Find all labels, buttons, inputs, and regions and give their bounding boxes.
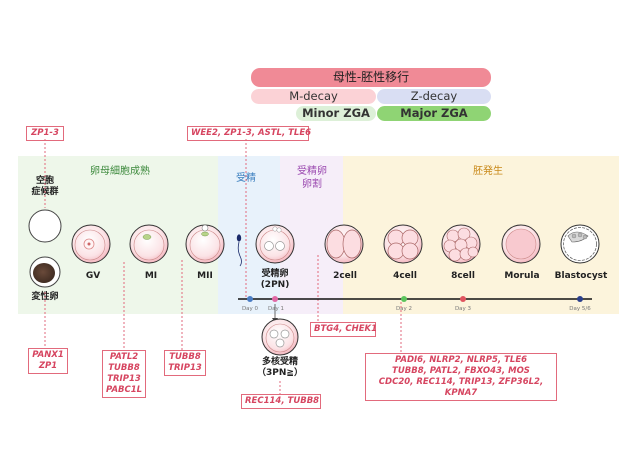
label-blastocyst: Blastocyst (554, 271, 608, 281)
eight-cell-embryo-icon (441, 224, 481, 264)
label-morula: Morula (504, 271, 540, 281)
label-day2: Day 2 (395, 306, 413, 312)
label-fertilization: 受精 (236, 173, 256, 184)
label-8cell: 8cell (451, 271, 475, 281)
blastocyst-icon (560, 224, 600, 264)
empty-follicle-icon (28, 209, 62, 243)
sperm-icon (236, 234, 242, 267)
gene-box-mii: TUBB8 TRIP13 (164, 350, 206, 376)
gene-box-embryo: PADI6, NLRP2, NLRP5, TLE6 TUBB8, PATL2, … (365, 353, 557, 401)
day56-marker (577, 296, 583, 302)
day0-marker (247, 296, 253, 302)
label-embryo-development: 胚発生 (473, 166, 503, 177)
morula-icon (501, 224, 541, 264)
label-2cell: 2cell (333, 271, 357, 281)
label-mii: MII (197, 271, 213, 281)
label-oocyte-maturation: 卵母細胞成熟 (90, 166, 150, 177)
label-polyspermy: 多核受精 （3PN≧） (257, 357, 303, 378)
day1-marker (272, 296, 278, 302)
mi-oocyte-icon (129, 224, 169, 264)
two-cell-embryo-icon (324, 224, 364, 264)
gene-box-mi: PATL2 TUBB8 TRIP13 PABC1L (102, 350, 146, 398)
zygote-2pn-icon (255, 224, 295, 264)
label-4cell: 4cell (393, 271, 417, 281)
major-zga-bar: Major ZGA (377, 106, 491, 121)
gene-box-panx1-zp1: PANX1 ZP1 (28, 348, 68, 374)
label-day0: Day 0 (241, 306, 259, 312)
polyspermy-3pn-icon (261, 318, 299, 356)
m-decay-bar: M-decay (251, 89, 376, 104)
label-day3: Day 3 (454, 306, 472, 312)
label-mi: MI (144, 271, 158, 281)
four-cell-embryo-icon (383, 224, 423, 264)
day3-marker (460, 296, 466, 302)
label-zygote: 受精卵 (2PN) (260, 269, 290, 290)
gene-box-fertilization: WEE2, ZP1-3, ASTL, TLE6 (187, 126, 311, 141)
label-day1: Day 1 (267, 306, 285, 312)
label-gv: GV (85, 271, 101, 281)
mii-oocyte-icon (185, 224, 225, 264)
z-decay-bar: Z-decay (377, 89, 491, 104)
day2-marker (401, 296, 407, 302)
connector-lines (44, 139, 402, 394)
gv-oocyte-icon (71, 224, 111, 264)
label-day56: Day 5/6 (569, 306, 591, 312)
gene-box-btg4-chek1: BTG4, CHEK1 (310, 322, 377, 337)
gene-box-rec114-tubb8: REC114, TUBB8 (241, 394, 321, 409)
label-zygote-cleavage: 受精卵 卵割 (297, 166, 327, 190)
maternal-embryonic-transition-bar: 母性-胚性移行 (251, 68, 491, 87)
minor-zga-bar: Minor ZGA (296, 106, 376, 121)
